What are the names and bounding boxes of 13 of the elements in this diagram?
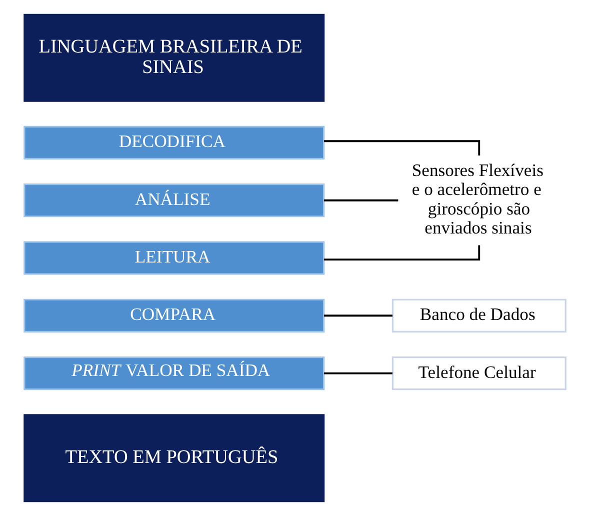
node-text: Sensores Flexíveis e o acelerômetro e giroscópio são enviados sinais <box>412 160 544 238</box>
node-box: TEXTO EM PORTUGUÊS <box>24 414 325 502</box>
connector <box>324 372 392 374</box>
connector <box>324 199 398 202</box>
node-box: LEITURA <box>24 241 325 275</box>
connector <box>324 314 392 317</box>
node-box: LINGUAGEM BRASILEIRA DE SINAIS <box>24 14 325 102</box>
node-box: DECODIFICA <box>24 126 325 160</box>
node-box: COMPARA <box>24 298 325 332</box>
node-box: ANÁLISE <box>24 184 325 218</box>
node-box: Banco de Dados <box>392 298 566 332</box>
node-box: PRINT VALOR DE SAÍDA <box>24 356 325 390</box>
node-box: Telefone Celular <box>392 356 566 390</box>
